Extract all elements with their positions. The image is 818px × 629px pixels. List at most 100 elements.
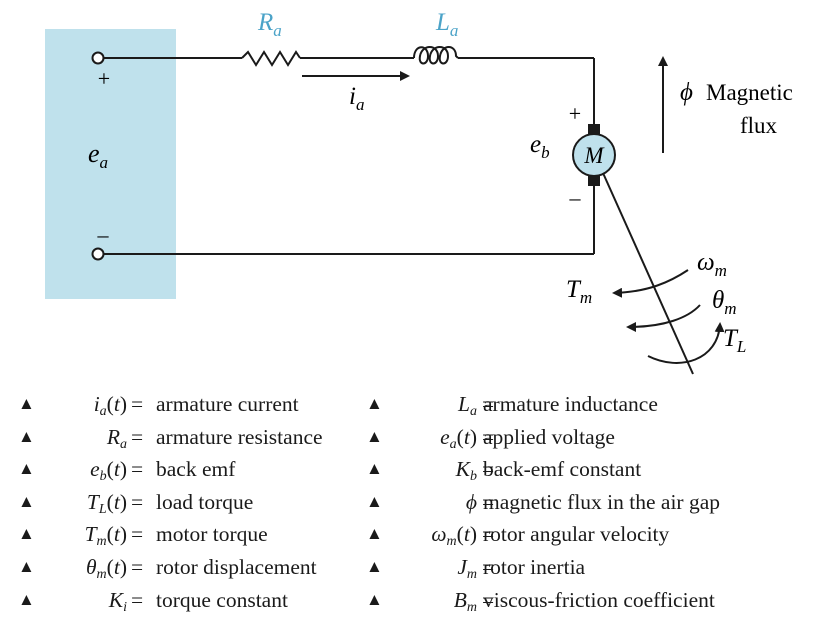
legend-symbol: Kb (455, 457, 477, 485)
triangle-bullet-icon: ▲ (366, 426, 383, 446)
legend-symbol: θm(t) (85, 554, 127, 582)
triangle-bullet-icon: ▲ (366, 491, 383, 511)
legend-description: torque constant (156, 587, 288, 612)
legend-row: ▲ Jm=rotor inertia (366, 551, 806, 584)
legend-description: magnetic flux in the air gap (483, 489, 721, 514)
legend-symbol: Tm(t) (84, 522, 127, 550)
triangle-bullet-icon: ▲ (18, 556, 35, 576)
top-wire (103, 46, 595, 124)
motor-circle (572, 133, 616, 177)
legend-row: ▲ TL(t)= load torque (18, 486, 363, 519)
bottom-wire (103, 186, 595, 255)
triangle-bullet-icon: ▲ (366, 556, 383, 576)
legend-description: back-emf constant (483, 457, 642, 482)
legend-equals: = (482, 392, 495, 416)
legend-left: ▲ia(t)=armature current▲Ra=armature resi… (18, 388, 363, 616)
triangle-bullet-icon: ▲ (366, 459, 383, 479)
legend-row: ▲ Ra= armature resistance (18, 421, 363, 454)
motor-torque-arc (612, 269, 689, 298)
legend-description: rotor angular velocity (483, 522, 670, 547)
legend-symbol: Jm (457, 554, 477, 582)
motor-label: M (583, 143, 605, 168)
voltage-source-box (45, 29, 176, 299)
back-emf-label: eb (530, 131, 550, 162)
legend-description: applied voltage (483, 424, 615, 449)
current-label: ia (349, 83, 364, 114)
resistor-symbol (241, 50, 301, 67)
triangle-bullet-icon: ▲ (18, 589, 35, 609)
legend-description: armature inductance (483, 392, 658, 416)
legend-symbol: La (458, 392, 477, 419)
legend-row: ▲ ia(t)= armature current (18, 388, 363, 421)
legend-equals: = (482, 522, 495, 547)
flux-text-line1: Magnetic (706, 80, 793, 105)
omega-label: ωm (697, 249, 727, 280)
legend-row: ▲ θm(t)= rotor displacement (18, 551, 363, 584)
legend-equals: = (131, 424, 144, 449)
legend-symbol: ia(t) (93, 392, 127, 419)
armature-circuit-diagram: + – ea Ra La ia M + – eb ϕ Magnetic flux… (45, 9, 793, 375)
legend-equals: = (131, 554, 144, 579)
legend-symbol: Ki (108, 587, 127, 615)
motor-minus-sign: – (569, 185, 582, 210)
motor-shaft (602, 172, 694, 375)
triangle-bullet-icon: ▲ (18, 491, 35, 511)
legend-equals: = (131, 489, 144, 514)
resistor-label: Ra (257, 9, 282, 40)
theta-label: θm (712, 287, 737, 318)
source-voltage-label: ea (88, 139, 108, 172)
load-torque-label: TL (723, 325, 746, 356)
triangle-bullet-icon: ▲ (366, 524, 383, 544)
triangle-bullet-icon: ▲ (18, 426, 35, 446)
legend-row: ▲La=armature inductance (366, 388, 806, 421)
legend-equals: = (131, 392, 144, 416)
triangle-bullet-icon: ▲ (18, 394, 35, 413)
legend-description: rotor displacement (156, 554, 317, 579)
legend-description: motor torque (156, 522, 268, 547)
triangle-bullet-icon: ▲ (366, 589, 383, 609)
legend-equals: = (482, 424, 495, 449)
legend-description: rotor inertia (483, 554, 586, 579)
motor-brush-bottom (588, 175, 600, 186)
inductor-label: La (435, 9, 458, 40)
legend-row: ▲eb(t)=back emf (18, 453, 363, 486)
legend-description: load torque (156, 489, 254, 514)
legend-row: ▲ ωm(t)=rotor angular velocity (366, 518, 806, 551)
legend-equals: = (131, 587, 144, 612)
legend-equals: = (482, 489, 495, 514)
legend-symbol: ϕ (465, 489, 477, 514)
flux-text-line2: flux (740, 113, 778, 138)
legend-equals: = (482, 457, 495, 482)
legend-description: armature resistance (156, 424, 323, 449)
legend-symbol: eb(t) (90, 457, 127, 485)
motor-plus-sign: + (569, 101, 581, 126)
minus-terminal-sign: – (97, 222, 110, 247)
legend-symbol: Ra (106, 424, 127, 452)
triangle-bullet-icon: ▲ (18, 459, 35, 479)
plus-terminal-sign: + (98, 66, 110, 91)
legend-row: ▲ ϕ=magnetic flux in the air gap (366, 486, 806, 519)
minus-terminal-circle (91, 247, 105, 261)
legend-equals: = (131, 522, 144, 547)
load-torque-arc (647, 322, 725, 364)
legend-equals: = (482, 587, 495, 612)
inductor-symbol (413, 46, 459, 65)
motor-brush-top (588, 124, 600, 135)
rotor-displacement-arc (626, 304, 701, 332)
plus-terminal-circle (91, 51, 105, 65)
legend-row: ▲Bm=viscous-friction coefficient (366, 584, 806, 617)
motor-torque-label: Tm (566, 276, 592, 307)
legend-symbol: TL(t) (86, 489, 127, 517)
legend-symbol: Bm (453, 587, 477, 615)
legend-equals: = (131, 457, 144, 482)
legend-equals: = (482, 554, 495, 579)
flux-symbol: ϕ (680, 79, 693, 106)
legend-row: ▲ Kb=back-emf constant (366, 453, 806, 486)
legend-description: armature current (156, 392, 299, 416)
legend-symbol: ea(t) (440, 424, 477, 452)
legend-row: ▲ ea(t)=applied voltage (366, 421, 806, 454)
triangle-bullet-icon: ▲ (18, 524, 35, 544)
legend-right: ▲La=armature inductance▲ea(t)=applied vo… (366, 388, 806, 616)
legend-symbol: ωm(t) (431, 522, 477, 550)
legend-row: ▲ Ki= torque constant (18, 584, 363, 617)
